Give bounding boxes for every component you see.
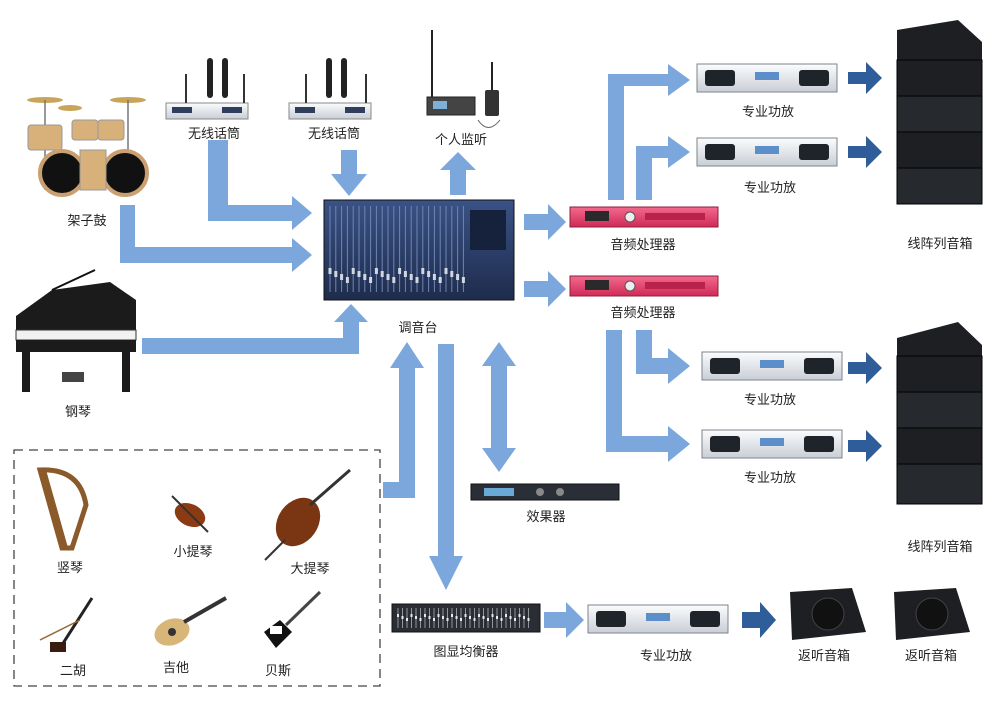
drum-kit-icon (27, 97, 149, 197)
wireless-mic-1-label: 无线话筒 (187, 127, 241, 142)
audio-processor-1-label: 音频处理器 (610, 238, 676, 253)
monitor-speaker-1-icon (790, 588, 866, 640)
amplifier-5-icon (587, 604, 729, 634)
personal-monitor-icon (426, 30, 501, 128)
arrow-amp4-to-linearray2 (848, 430, 882, 462)
violin-label: 小提琴 (173, 545, 213, 560)
amplifier-5-label: 专业功放 (639, 649, 693, 664)
arrow-piano-to-mixer (142, 304, 368, 354)
amplifier-1-label: 专业功放 (741, 105, 795, 120)
wireless-mic-2-label: 无线话筒 (307, 127, 361, 142)
arrow-proc1-to-amp1 (608, 64, 690, 200)
guitar-label: 吉他 (162, 661, 190, 676)
amplifier-2-icon (696, 137, 838, 167)
monitor-speaker-1-label: 返听音箱 (797, 649, 851, 664)
arrow-mixer-to-proc1 (524, 204, 566, 240)
effects-unit-icon (470, 483, 620, 501)
erhu-icon (39, 597, 94, 652)
arrow-proc2-to-amp4 (606, 330, 690, 462)
violin-icon (171, 495, 209, 533)
piano-label: 钢琴 (64, 405, 92, 420)
arrow-mixer-effects (482, 342, 516, 472)
graphic-equalizer-label: 图显均衡器 (433, 645, 499, 660)
arrow-instruments-to-mixer (383, 342, 424, 498)
effects-unit-label: 效果器 (526, 510, 566, 525)
graphic-equalizer-icon (391, 603, 541, 633)
amplifier-3-label: 专业功放 (743, 393, 797, 408)
mixing-console-icon (323, 199, 515, 301)
line-array-speaker-1-icon (896, 20, 983, 205)
audio-processor-2-label: 音频处理器 (610, 306, 676, 321)
arrow-amp5-to-monitor1 (742, 602, 776, 638)
arrow-drum-to-mixer (120, 205, 312, 272)
monitor-speaker-2-icon (894, 588, 970, 640)
amplifier-1-icon (696, 63, 838, 93)
harp-label: 竖琴 (56, 561, 84, 576)
monitor-speaker-2-label: 返听音箱 (904, 649, 958, 664)
amplifier-4-label: 专业功放 (743, 471, 797, 486)
arrow-proc1-to-amp2 (636, 136, 690, 200)
arrow-mixer-to-proc2 (524, 271, 566, 307)
wireless-mic-receiver-2-icon (288, 58, 372, 120)
piano-icon (15, 269, 137, 392)
line-array-1-label: 线阵列音箱 (907, 237, 973, 252)
bass-label: 贝斯 (264, 664, 292, 679)
arrow-mic2-to-mixer (331, 150, 367, 196)
cello-label: 大提琴 (290, 562, 330, 577)
arrow-amp3-to-linearray2 (848, 352, 882, 384)
line-array-2-label: 线阵列音箱 (907, 540, 973, 555)
erhu-label: 二胡 (59, 664, 87, 679)
amplifier-2-label: 专业功放 (743, 181, 797, 196)
signal-arrows (120, 64, 690, 638)
guitar-icon (154, 596, 227, 646)
personal-monitor-label: 个人监听 (434, 133, 488, 148)
arrow-mixer-to-eq (429, 344, 463, 590)
arrow-eq-to-amp5 (544, 602, 584, 638)
amplifier-4-icon (701, 429, 843, 459)
amplifier-3-icon (701, 351, 843, 381)
line-array-speaker-2-icon (896, 322, 983, 505)
speaker-arrows (742, 62, 882, 638)
arrow-amp2-to-linearray1 (848, 136, 882, 168)
audio-processor-1-icon (569, 206, 719, 228)
instruments-group-frame (13, 449, 381, 687)
audio-processor-2-icon (569, 275, 719, 297)
arrow-proc2-to-amp3 (636, 330, 690, 384)
drum-kit-label: 架子鼓 (67, 214, 107, 229)
mixer-label: 调音台 (398, 321, 438, 336)
arrow-amp1-to-linearray1 (848, 62, 882, 94)
harp-icon (36, 467, 89, 551)
bass-icon (264, 590, 322, 648)
arrow-mixer-to-monitor (440, 152, 476, 195)
arrow-mic1-to-mixer (208, 140, 312, 230)
wireless-mic-receiver-1-icon (165, 58, 249, 120)
cello-icon (264, 468, 351, 561)
